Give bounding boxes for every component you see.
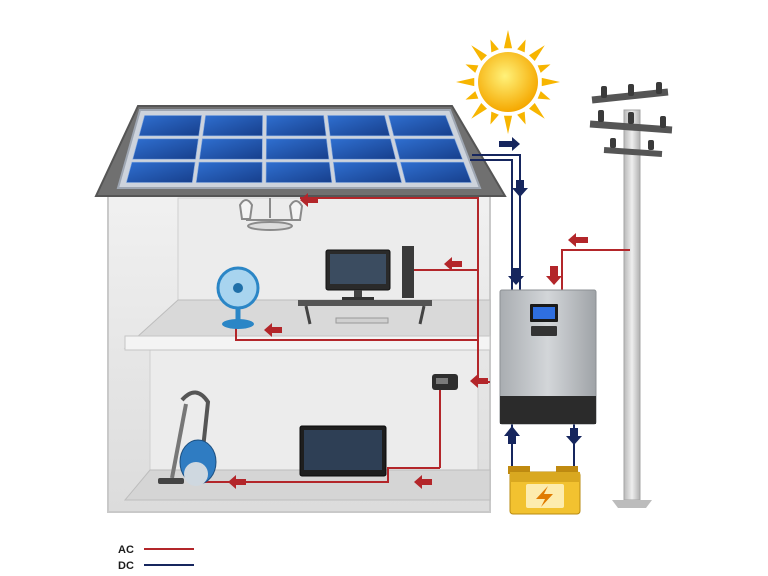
sun-ray <box>503 115 513 134</box>
solar-cell <box>195 161 263 183</box>
utility-pole-icon <box>589 82 673 508</box>
sun-ray <box>465 64 479 73</box>
electric-fan-icon <box>216 266 260 329</box>
dc-wire-panel-to-inverter <box>472 154 521 290</box>
sun-ray <box>517 39 526 53</box>
sun-ray <box>541 77 560 87</box>
legend: AC DC <box>118 544 194 572</box>
sun-ray <box>490 111 499 125</box>
dc-arrow <box>504 426 520 444</box>
solar-cell <box>138 115 202 137</box>
lower-floor <box>123 469 491 501</box>
solar-cell <box>327 115 391 137</box>
ac-wire-lower-appliances <box>204 467 440 483</box>
ac-arrow <box>444 257 462 271</box>
legend-label-ac: AC <box>118 544 134 556</box>
ac-arrow <box>264 323 282 337</box>
sun-ray <box>528 45 545 62</box>
solar-cell <box>400 161 472 183</box>
legend-label-dc: DC <box>118 560 134 572</box>
ac-arrow <box>546 266 562 285</box>
ac-arrow <box>300 193 318 207</box>
upper-floor-edge <box>124 335 491 351</box>
solar-cell <box>330 138 397 160</box>
television-icon <box>299 425 387 477</box>
desktop-computer-icon <box>298 246 432 325</box>
solar-cell <box>332 161 403 183</box>
ac-wire-grid <box>561 249 630 290</box>
solar-cells <box>126 115 472 183</box>
sun-ray <box>490 39 499 53</box>
vacuum-cleaner-icon <box>158 390 217 486</box>
solar-cell <box>132 138 199 160</box>
solar-panel-icon <box>116 109 482 189</box>
legend-item-dc: DC <box>118 560 194 572</box>
sun-ray <box>528 102 545 119</box>
dc-wires <box>470 154 575 470</box>
solar-cell <box>202 115 263 137</box>
sun-ray <box>465 91 479 100</box>
sun-ray <box>503 30 513 49</box>
solar-cell <box>199 138 263 160</box>
solar-cell <box>265 138 330 160</box>
ac-arrow <box>568 233 588 247</box>
electric-meter-icon <box>432 374 458 390</box>
ac-arrow <box>228 475 246 489</box>
sun-ray <box>456 77 475 87</box>
legend-item-ac: AC <box>118 544 194 556</box>
sun-ray <box>471 102 488 119</box>
ceiling-lamp-icon <box>238 198 304 231</box>
dc-arrow <box>499 137 520 151</box>
dc-arrow <box>508 268 524 285</box>
ac-arrow <box>470 374 488 388</box>
solar-cell <box>388 115 454 137</box>
solar-cell <box>394 138 463 160</box>
dc-wire-panel-to-inverter-2 <box>470 159 513 290</box>
dc-arrow <box>566 428 582 445</box>
solar-cell <box>265 161 333 183</box>
solar-cell <box>126 161 196 183</box>
inverter-icon <box>499 289 597 425</box>
sun-ray <box>517 111 526 125</box>
sun-icon <box>456 30 560 134</box>
ac-arrow <box>414 475 432 489</box>
solar-cell <box>266 115 327 137</box>
sun-ray <box>537 64 551 73</box>
battery-icon <box>508 466 581 515</box>
dc-arrow <box>512 180 528 197</box>
sun-ray <box>537 91 551 100</box>
flow-arrows <box>228 137 588 489</box>
sun-ray <box>471 45 488 62</box>
